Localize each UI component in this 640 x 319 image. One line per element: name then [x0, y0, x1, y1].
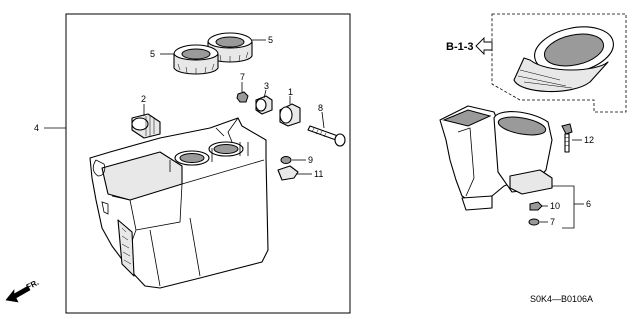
bolt-part-12 — [561, 123, 573, 153]
callout-9: 9 — [308, 155, 313, 165]
washer-part-10 — [529, 201, 543, 211]
detail-box — [491, 13, 627, 113]
reference-label: B-1-3 — [446, 41, 474, 53]
callout-11: 11 — [314, 169, 323, 179]
callout-7-right: 7 — [550, 217, 555, 227]
callout-2: 2 — [141, 94, 146, 104]
air-inlet-duct — [439, 105, 553, 211]
leader-lines — [44, 39, 584, 229]
nut-part-7-right — [528, 218, 540, 226]
callout-5-right: 5 — [268, 35, 273, 45]
grommet-part-2 — [131, 113, 161, 139]
seal-ring-upper — [207, 32, 253, 63]
bolt-part-8 — [307, 125, 346, 147]
grommet-part-1 — [279, 103, 301, 127]
callout-1: 1 — [288, 87, 293, 97]
nut-part-7-left — [236, 91, 249, 103]
callout-7-left: 7 — [240, 72, 245, 82]
callout-10: 10 — [550, 201, 560, 211]
assembly-frame — [65, 13, 351, 314]
callout-8: 8 — [318, 103, 323, 113]
nut-part-9 — [280, 156, 292, 164]
reference-arrow — [475, 36, 493, 56]
front-label: FR. — [25, 278, 41, 292]
resonator-tank — [89, 117, 269, 289]
callout-4: 4 — [34, 123, 39, 133]
front-direction-arrow: FR. — [5, 278, 41, 303]
callout-6: 6 — [586, 199, 591, 209]
clip-part-11 — [277, 165, 299, 181]
callout-5-left: 5 — [150, 49, 155, 59]
collar-part-3 — [255, 95, 273, 115]
intake-duct-b13 — [513, 26, 614, 93]
callout-12: 12 — [584, 135, 594, 145]
diagram-code: S0K4—B0106A — [530, 294, 593, 304]
callout-3: 3 — [264, 81, 269, 91]
seal-ring-lower — [173, 44, 219, 75]
